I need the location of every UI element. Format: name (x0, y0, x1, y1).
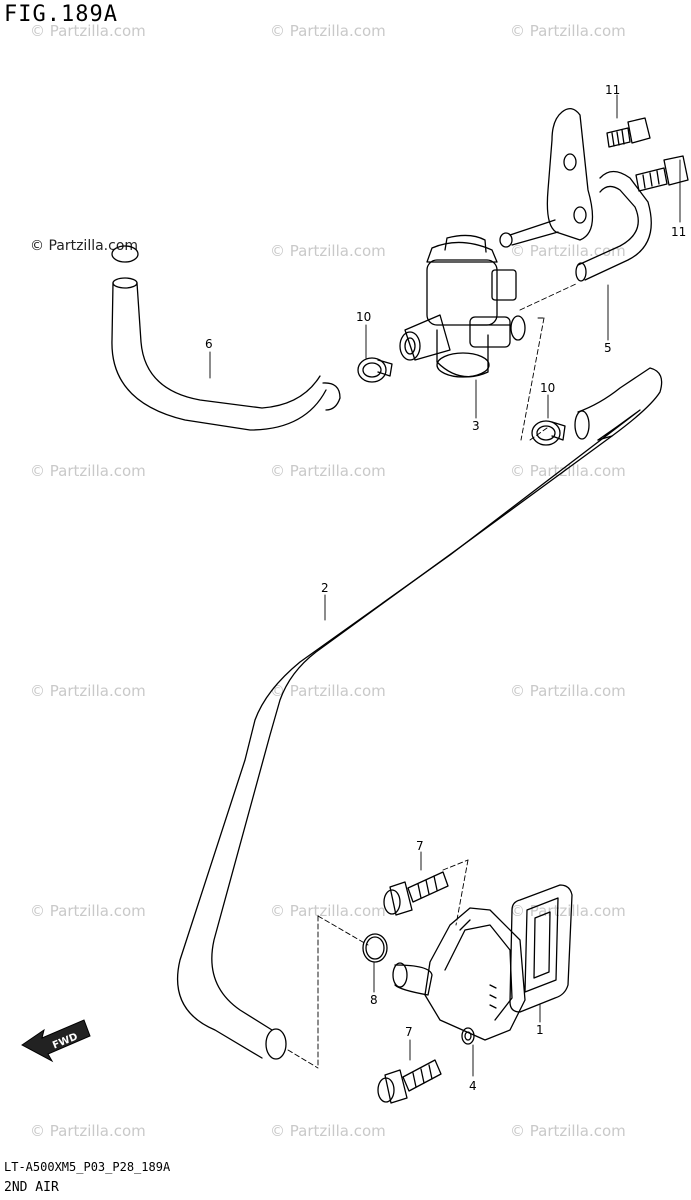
bolt-part-7-lower (377, 1059, 442, 1104)
part-label-7-lower: 7 (405, 1025, 413, 1039)
watermark: © Partzilla.com (30, 682, 146, 700)
watermark: © Partzilla.com (510, 22, 626, 40)
watermark: © Partzilla.com (30, 1122, 146, 1140)
part-label-10-upper: 10 (356, 310, 371, 324)
diagram-code: LT-A500XM5_P03_P28_189A (4, 1160, 171, 1174)
pipe-part-5 (499, 108, 652, 282)
watermark: © Partzilla.com (270, 902, 386, 920)
watermark: © Partzilla.com (510, 462, 626, 480)
watermark: © Partzilla.com (30, 902, 146, 920)
part-label-2: 2 (321, 581, 329, 595)
gasket-part-1 (509, 884, 573, 1013)
part-label-11-upper: 11 (605, 83, 620, 97)
watermark: © Partzilla.com (510, 242, 626, 260)
figure-title: FIG.189A (4, 2, 118, 27)
bolt-part-11-upper (606, 117, 651, 148)
part-label-6: 6 (205, 337, 213, 351)
watermark: © Partzilla.com (270, 242, 386, 260)
watermark: © Partzilla.com (270, 682, 386, 700)
valve-part-3 (399, 234, 526, 378)
watermark: © Partzilla.com (510, 902, 626, 920)
dashed-guides (287, 282, 579, 1069)
part-label-5: 5 (604, 341, 612, 355)
part-label-4: 4 (469, 1079, 477, 1093)
hose-part-6 (111, 245, 341, 431)
bolt-part-7-upper (383, 871, 449, 916)
watermark: © Partzilla.com (510, 1122, 626, 1140)
clamp-part-10-upper (357, 357, 393, 383)
bolt-part-11-lower (635, 155, 689, 192)
part-label-10-lower: 10 (540, 381, 555, 395)
clamp-part-10-lower (531, 420, 566, 446)
oring-part-8 (362, 933, 388, 963)
part-label-11-lower: 11 (671, 225, 686, 239)
diagram-name: 2ND AIR (4, 1180, 59, 1195)
part-label-1: 1 (536, 1023, 544, 1037)
watermark: © Partzilla.com (30, 462, 146, 480)
watermark: © Partzilla.com (270, 1122, 386, 1140)
watermark: © Partzilla.com (510, 682, 626, 700)
watermark: © Partzilla.com (270, 462, 386, 480)
leader-lines (209, 94, 681, 1077)
watermark: © Partzilla.com (30, 238, 139, 254)
hose-part-2 (176, 367, 663, 1060)
cover-part-4 (392, 907, 526, 1045)
watermark: © Partzilla.com (270, 22, 386, 40)
fwd-arrow-icon: FWD (21, 1019, 91, 1063)
part-label-3: 3 (472, 419, 480, 433)
part-label-7-upper: 7 (416, 839, 424, 853)
watermark: © Partzilla.com (30, 22, 146, 40)
part-label-8: 8 (370, 993, 378, 1007)
